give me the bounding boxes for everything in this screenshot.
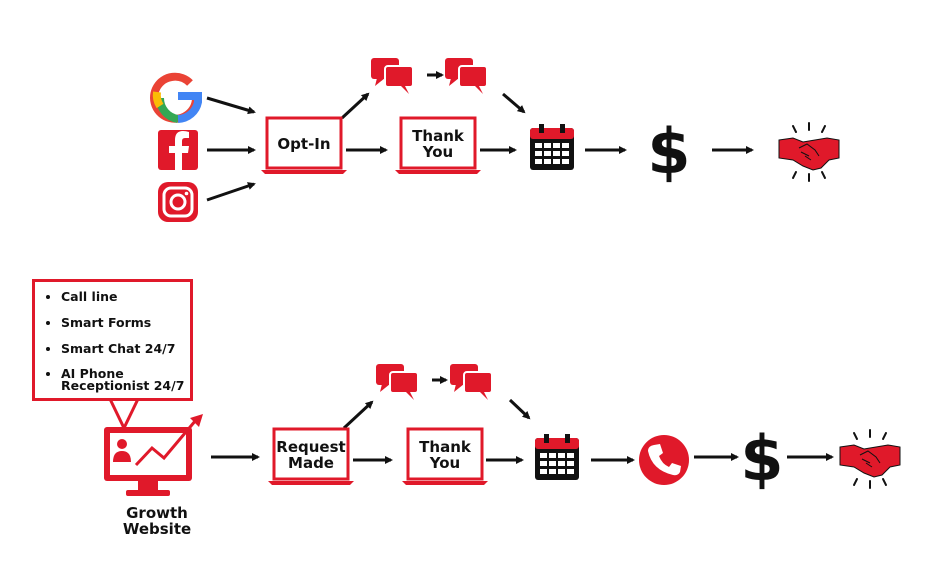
dollar-icon: $ <box>647 115 690 188</box>
dollar-icon: $ <box>740 422 783 495</box>
chat-bubbles-icon <box>375 363 419 401</box>
website-line1: Growth <box>126 504 188 522</box>
thankyou-line2: You <box>422 143 454 161</box>
callout-pointer <box>108 398 140 432</box>
thankyou-label-bottom: Thank You <box>408 439 482 471</box>
handshake-icon <box>839 429 901 489</box>
thankyou-label-top: Thank You <box>401 128 475 160</box>
phone-icon <box>639 435 689 485</box>
request-line1: Request <box>276 438 346 456</box>
optin-label: Opt-In <box>277 135 331 153</box>
handshake-icon <box>778 122 840 182</box>
request-line2: Made <box>288 454 334 472</box>
flow-arrows-top <box>206 71 754 202</box>
thankyou-line1: Thank <box>412 127 464 145</box>
website-line2: Website <box>122 520 192 538</box>
callout-item: Call line <box>61 290 190 304</box>
thankyou-line1: Thank <box>419 438 471 456</box>
growth-website-icon <box>104 414 203 496</box>
thankyou-line2: You <box>429 454 461 472</box>
calendar-icon <box>535 434 579 480</box>
chat-bubbles-icon <box>449 363 493 401</box>
callout-item-line1: AI Phone <box>61 366 124 381</box>
calendar-icon <box>530 124 574 170</box>
features-callout: Call line Smart Forms Smart Chat 24/7 AI… <box>32 279 193 401</box>
instagram-icon <box>158 182 198 222</box>
growth-website-label: Growth Website <box>104 505 210 537</box>
callout-item: Smart Forms <box>61 316 190 330</box>
callout-item: Smart Chat 24/7 <box>61 342 190 356</box>
request-label: Request Made <box>274 439 348 471</box>
facebook-icon <box>158 130 198 170</box>
callout-item-line2: Receptionist 24/7 <box>61 378 185 393</box>
flow-arrows-bottom <box>211 376 834 464</box>
chat-bubbles-icon <box>444 57 488 95</box>
google-icon <box>150 72 202 123</box>
chat-bubbles-icon <box>370 57 414 95</box>
callout-item: AI Phone Receptionist 24/7 <box>61 366 190 393</box>
